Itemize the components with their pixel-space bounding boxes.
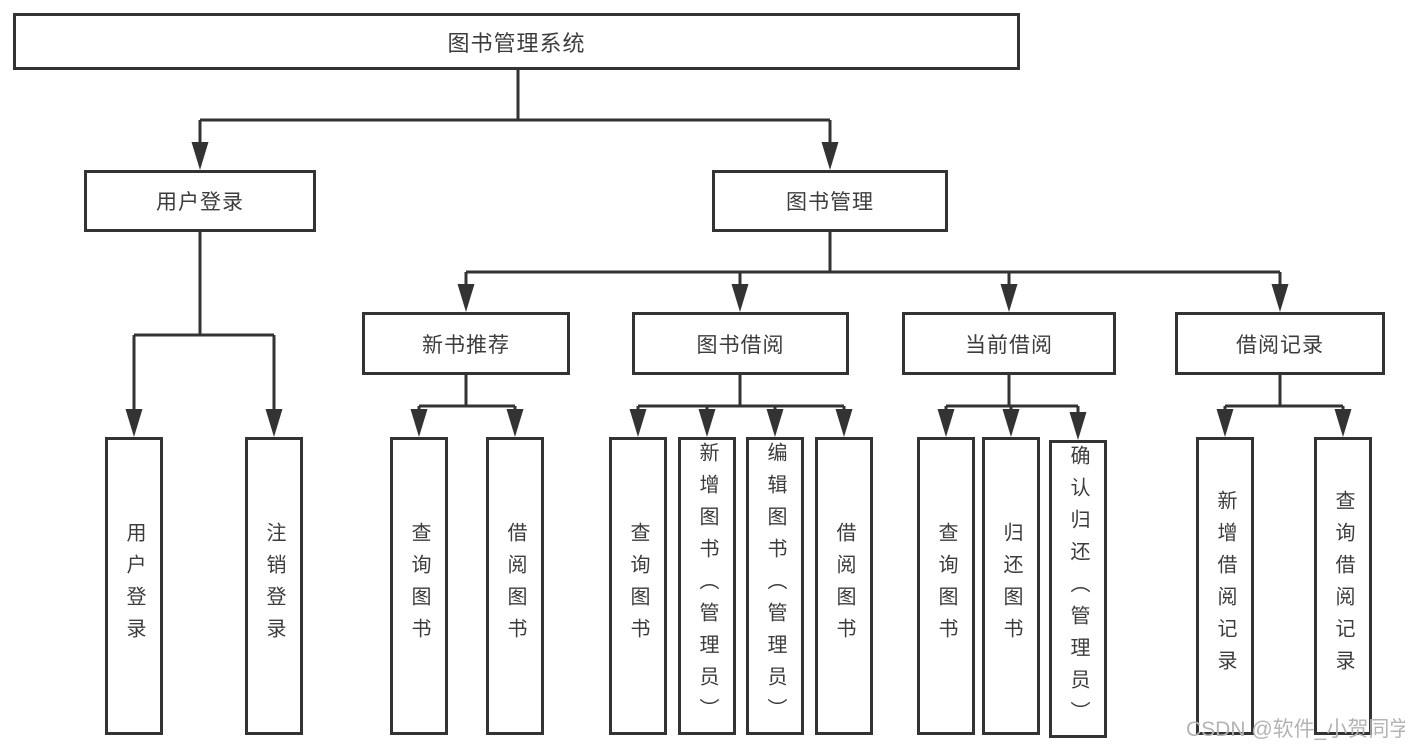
connector-new-book-children xyxy=(410,375,524,437)
node-book-management: 图书管理 xyxy=(712,170,948,232)
leaf-add-books-admin: 新增图书（管理员） xyxy=(678,437,736,735)
leaf-query-books-recommend: 查询图书 xyxy=(390,437,448,735)
connector-book-management-children xyxy=(457,232,1289,312)
leaf-return-books: 归还图书 xyxy=(982,437,1040,735)
node-library-management-system: 图书管理系统 xyxy=(13,13,1020,70)
connector-book-borrowing-children xyxy=(629,375,853,437)
leaf-user-login: 用户登录 xyxy=(105,437,163,735)
node-current-borrowing: 当前借阅 xyxy=(902,312,1116,375)
leaf-query-books-borrowing: 查询图书 xyxy=(609,437,667,735)
connector-user-login-children xyxy=(125,232,283,437)
leaf-borrow-books: 借阅图书 xyxy=(815,437,873,735)
connector-current-borrowing-children xyxy=(937,375,1087,440)
leaf-edit-books-admin: 编辑图书（管理员） xyxy=(746,437,804,735)
connector-borrowing-records-children xyxy=(1216,375,1352,437)
watermark-text: CSDN @软件_小贺同学 xyxy=(1186,718,1405,741)
node-user-login: 用户登录 xyxy=(84,170,316,232)
node-book-borrowing: 图书借阅 xyxy=(632,312,849,375)
leaf-confirm-return-admin: 确认归还（管理员） xyxy=(1049,440,1107,738)
leaf-query-books-current: 查询图书 xyxy=(917,437,975,735)
connector-root-to-level2 xyxy=(191,70,839,170)
leaf-add-borrow-record: 新增借阅记录 xyxy=(1196,437,1254,735)
leaf-logout: 注销登录 xyxy=(245,437,303,735)
leaf-query-borrow-record: 查询借阅记录 xyxy=(1314,437,1372,735)
node-borrowing-records: 借阅记录 xyxy=(1175,312,1385,375)
node-new-book-recommendation: 新书推荐 xyxy=(362,312,570,375)
leaf-borrow-books-recommend: 借阅图书 xyxy=(486,437,544,735)
